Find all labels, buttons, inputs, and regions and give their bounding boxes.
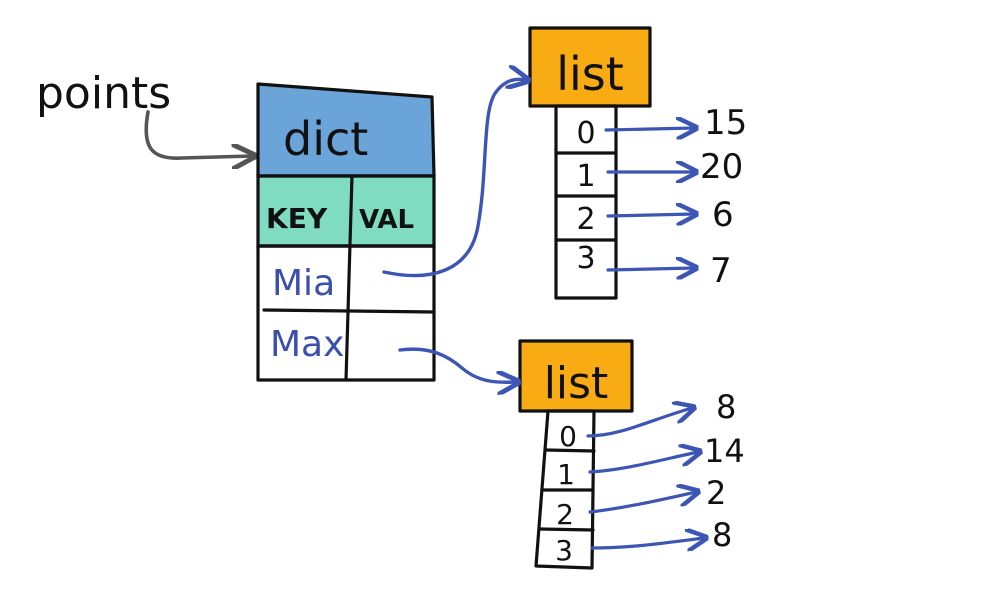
- element-arrow: [606, 214, 694, 216]
- list-box-max: list 0 1 2 3 8 14 2 8: [518, 339, 745, 570]
- dict-key-cell: Max: [270, 324, 344, 365]
- list-divider: [544, 448, 596, 453]
- list-box-mia: list 0 1 2 3 15 20 6 7: [528, 26, 747, 300]
- list-body-outline: [534, 409, 596, 570]
- list-index: 2: [556, 498, 574, 531]
- dict-val-header: VAL: [359, 205, 414, 235]
- list-title: list: [556, 47, 624, 101]
- element-arrow: [588, 452, 698, 474]
- element-arrow: [590, 538, 704, 548]
- list-value: 8: [716, 388, 736, 426]
- dict-key-val-header: [256, 174, 436, 248]
- variable-label: points: [36, 68, 171, 119]
- list-index: 3: [555, 534, 573, 567]
- list-index: 1: [576, 159, 595, 194]
- list-index: 2: [576, 202, 595, 237]
- list-divider: [538, 527, 595, 532]
- list-index: 3: [576, 241, 595, 276]
- variable-reference-arrow: [144, 110, 252, 158]
- list-value: 14: [704, 432, 745, 470]
- list-value: 2: [706, 474, 726, 512]
- dict-key-header: KEY: [266, 202, 328, 235]
- dict-column-divider: [344, 174, 354, 382]
- list-body-outline: [554, 104, 618, 300]
- list-value: 6: [712, 195, 734, 235]
- reference-arrow-max: [398, 347, 516, 382]
- element-arrow: [606, 268, 694, 270]
- list-title: list: [544, 358, 609, 409]
- list-value: 8: [712, 516, 732, 554]
- list-value: 20: [700, 147, 743, 187]
- dict-title: dict: [283, 112, 368, 166]
- list-index: 0: [559, 420, 577, 453]
- reference-arrow-mia: [382, 79, 526, 278]
- element-arrow: [588, 492, 696, 514]
- element-arrow: [604, 128, 694, 130]
- list-value: 7: [710, 251, 732, 291]
- list-value: 15: [704, 103, 747, 143]
- dict-key-cell: Mia: [272, 263, 335, 304]
- dict-box: dict KEY VAL Mia Max: [256, 82, 436, 382]
- list-index: 0: [576, 116, 595, 151]
- element-arrow: [586, 408, 692, 438]
- list-index: 1: [557, 458, 575, 491]
